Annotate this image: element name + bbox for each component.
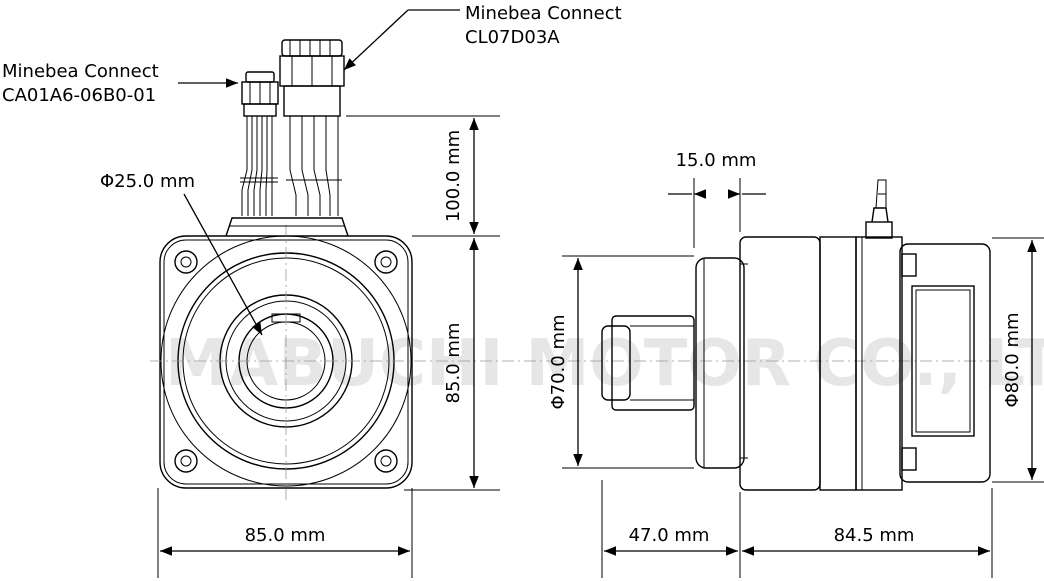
- lead-length-label: 100.0 mm: [443, 130, 464, 222]
- dim-front-height: 85.0 mm: [404, 238, 500, 491]
- small-connector-leads: [240, 116, 278, 216]
- dim-body-length: 84.5 mm: [742, 488, 993, 578]
- shaft-diameter-label: Φ25.0 mm: [100, 171, 195, 192]
- front-width-label: 85.0 mm: [245, 525, 326, 546]
- main-connector-name: Minebea Connect: [465, 3, 622, 24]
- mounting-holes: [174, 250, 398, 473]
- callout-main-connector: Minebea Connect CL07D03A: [343, 3, 622, 71]
- dim-gear-diameter: Φ70.0 mm: [548, 255, 694, 469]
- side-view: [601, 179, 991, 491]
- dim-flange-thickness: 15.0 mm: [668, 150, 766, 248]
- body-diameter-label: Φ80.0 mm: [1002, 312, 1023, 407]
- dim-lead-length: 100.0 mm: [346, 115, 500, 237]
- small-connector-part: CA01A6-06B0-01: [2, 85, 156, 106]
- dim-body-diameter: Φ80.0 mm: [992, 237, 1044, 483]
- gear-diameter-label: Φ70.0 mm: [548, 314, 569, 409]
- gear-length-label: 47.0 mm: [629, 525, 710, 546]
- dim-gear-length: 47.0 mm: [601, 480, 741, 578]
- front-view: [150, 39, 1000, 500]
- dim-front-width: 85.0 mm: [157, 488, 413, 578]
- front-height-label: 85.0 mm: [443, 323, 464, 404]
- watermark: MABUCHI MOTOR CO., LTD: [165, 327, 1044, 401]
- main-connector-part: CL07D03A: [465, 27, 560, 48]
- callout-small-connector: Minebea Connect CA01A6-06B0-01: [2, 61, 238, 106]
- callout-shaft-diameter: Φ25.0 mm: [100, 171, 263, 336]
- body-length-label: 84.5 mm: [834, 525, 915, 546]
- small-connector: [241, 71, 279, 117]
- small-connector-name: Minebea Connect: [2, 61, 159, 82]
- main-connector-leads: [286, 116, 342, 216]
- flange-thickness-label: 15.0 mm: [676, 150, 757, 171]
- main-connector: [279, 39, 345, 117]
